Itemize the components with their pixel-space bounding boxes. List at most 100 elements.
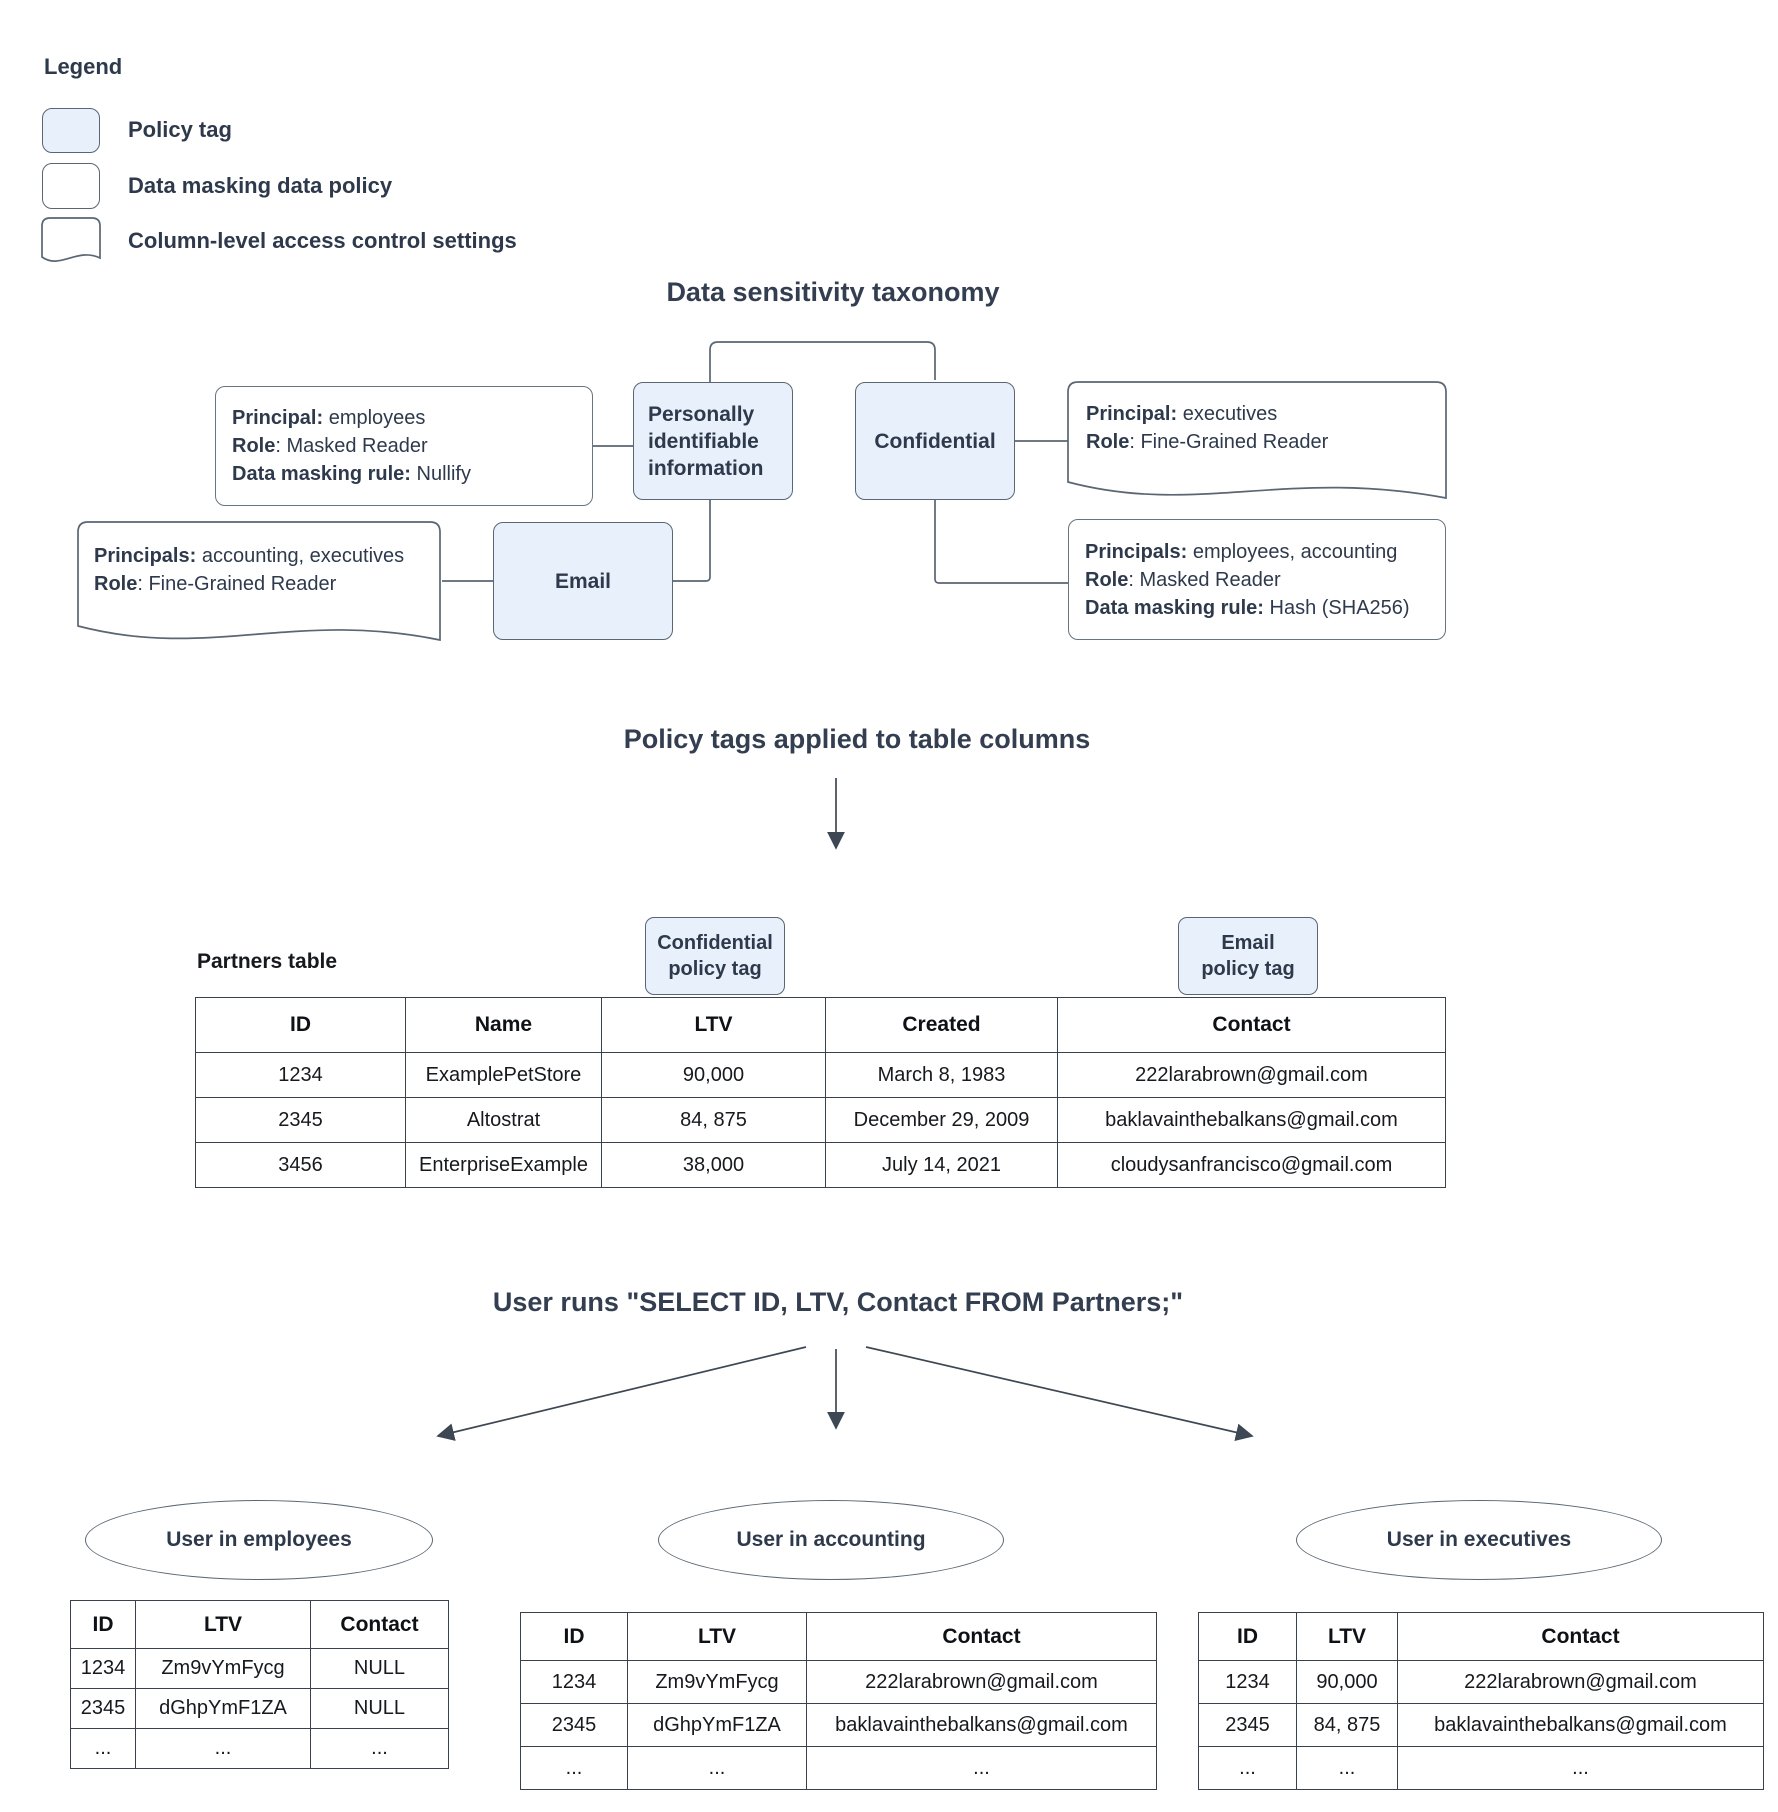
policy-field-value: Nullify bbox=[410, 463, 471, 485]
legend-swatch-data-policy bbox=[42, 163, 100, 209]
confidential-column-tag: Confidential policy tag bbox=[645, 917, 785, 995]
policy-field-value: : Masked Reader bbox=[275, 435, 428, 457]
table-cell: ... bbox=[70, 1728, 136, 1769]
table-row: 3456 EnterpriseExample 38,000 July 14, 2… bbox=[195, 1142, 1446, 1188]
table-cell: EnterpriseExample bbox=[405, 1142, 602, 1188]
table-cell: Zm9vYmFycg bbox=[135, 1648, 311, 1689]
email-column-tag: Email policy tag bbox=[1178, 917, 1318, 995]
table-cell: 222larabrown@gmail.com bbox=[1057, 1052, 1446, 1098]
table-cell: 2345 bbox=[1198, 1703, 1297, 1747]
table-header-cell: Contact bbox=[1057, 997, 1446, 1053]
result-header-row: ID LTV Contact bbox=[70, 1600, 449, 1649]
policy-field-value: : Fine-Grained Reader bbox=[137, 573, 337, 595]
table-header-cell: Contact bbox=[310, 1600, 449, 1649]
user-employees-label: User in employees bbox=[166, 1528, 352, 1551]
table-cell: 38,000 bbox=[601, 1142, 826, 1188]
partners-header-row: ID Name LTV Created Contact bbox=[195, 997, 1446, 1053]
policy-field-label: Principal: bbox=[232, 407, 324, 429]
email-policy-tag-box: Email bbox=[493, 522, 673, 640]
result-header-row: ID LTV Contact bbox=[1198, 1612, 1764, 1661]
access-control-acct-exec-text: Principals: accounting, executives Role:… bbox=[94, 542, 404, 598]
table-row: 2345 84, 875 baklavainthebalkans@gmail.c… bbox=[1198, 1703, 1764, 1747]
table-row: 1234 90,000 222larabrown@gmail.com bbox=[1198, 1660, 1764, 1704]
table-row: 1234 Zm9vYmFycg NULL bbox=[70, 1648, 449, 1689]
policy-field-value: employees, accounting bbox=[1187, 540, 1398, 563]
table-header-cell: ID bbox=[520, 1612, 628, 1661]
table-cell: ... bbox=[310, 1728, 449, 1769]
query-title: User runs "SELECT ID, LTV, Contact FROM … bbox=[492, 1287, 1184, 1317]
pii-policy-tag-label: Personally identifiable information bbox=[648, 402, 764, 480]
table-cell: ... bbox=[135, 1728, 311, 1769]
arrow-query-right bbox=[865, 1346, 1254, 1442]
confidential-column-tag-line1: Confidential bbox=[657, 932, 773, 954]
legend-title: Legend bbox=[44, 54, 123, 79]
connector-email-to-pii bbox=[673, 500, 711, 582]
table-cell: December 29, 2009 bbox=[825, 1097, 1058, 1143]
table-cell: NULL bbox=[310, 1688, 449, 1729]
access-control-executives-shape bbox=[1067, 381, 1447, 500]
employees-result-table: ID LTV Contact 1234 Zm9vYmFycg NULL 2345… bbox=[70, 1600, 449, 1769]
accounting-result-table: ID LTV Contact 1234 Zm9vYmFycg 222larabr… bbox=[520, 1612, 1157, 1790]
taxonomy-title: Data sensitivity taxonomy bbox=[666, 277, 1000, 307]
table-cell: 222larabrown@gmail.com bbox=[806, 1660, 1157, 1704]
user-accounting-ellipse: User in accounting bbox=[658, 1500, 1004, 1580]
user-executives-label: User in executives bbox=[1386, 1528, 1572, 1551]
policy-field-value: accounting, executives bbox=[196, 545, 405, 567]
partners-table: ID Name LTV Created Contact 1234 Example… bbox=[195, 997, 1446, 1188]
table-cell: ... bbox=[1296, 1746, 1398, 1790]
policy-field-label: Principals: bbox=[1085, 540, 1188, 563]
user-accounting-label: User in accounting bbox=[736, 1528, 926, 1551]
table-cell: ... bbox=[1397, 1746, 1764, 1790]
policy-field-label: Data masking rule: bbox=[232, 463, 411, 485]
table-cell: 2345 bbox=[195, 1097, 406, 1143]
table-cell: baklavainthebalkans@gmail.com bbox=[1397, 1703, 1764, 1747]
policy-field-value: : Masked Reader bbox=[1128, 568, 1281, 591]
access-control-executives-text: Principal: executives Role: Fine-Grained… bbox=[1086, 400, 1328, 456]
policy-field-label: Data masking rule: bbox=[1085, 596, 1264, 619]
legend-swatch-policy-tag bbox=[42, 108, 100, 153]
table-header-cell: LTV bbox=[627, 1612, 807, 1661]
confidential-policy-tag-box: Confidential bbox=[855, 382, 1015, 500]
policy-field-label: Role bbox=[1085, 568, 1129, 591]
table-cell: ... bbox=[1198, 1746, 1297, 1790]
table-cell: 90,000 bbox=[601, 1052, 826, 1098]
table-cell: 90,000 bbox=[1296, 1660, 1398, 1704]
table-cell: ... bbox=[520, 1746, 628, 1790]
table-row: 2345 dGhpYmF1ZA NULL bbox=[70, 1688, 449, 1729]
table-cell: ... bbox=[627, 1746, 807, 1790]
policy-tags-section-title: Policy tags applied to table columns bbox=[623, 724, 1091, 754]
table-cell: Altostrat bbox=[405, 1097, 602, 1143]
masking-policy-hash-box: Principals: employees, accounting Role: … bbox=[1068, 519, 1446, 640]
table-cell: 222larabrown@gmail.com bbox=[1397, 1660, 1764, 1704]
table-row: 2345 dGhpYmF1ZA baklavainthebalkans@gmai… bbox=[520, 1703, 1157, 1747]
table-cell: 84, 875 bbox=[601, 1097, 826, 1143]
legend-label-policy-tag: Policy tag bbox=[128, 117, 232, 142]
table-row: ... ... ... bbox=[1198, 1746, 1764, 1790]
confidential-policy-tag-label: Confidential bbox=[874, 429, 996, 453]
table-cell: ExamplePetStore bbox=[405, 1052, 602, 1098]
executives-result-table: ID LTV Contact 1234 90,000 222larabrown@… bbox=[1198, 1612, 1764, 1790]
table-cell: dGhpYmF1ZA bbox=[627, 1703, 807, 1747]
policy-field-label: Role bbox=[232, 435, 276, 457]
table-header-cell: LTV bbox=[135, 1600, 311, 1649]
policy-field-label: Principals: bbox=[94, 545, 197, 567]
table-cell: dGhpYmF1ZA bbox=[135, 1688, 311, 1729]
arrow-query-left bbox=[436, 1346, 807, 1441]
table-header-cell: Contact bbox=[806, 1612, 1157, 1661]
connector-confidential-to-hash bbox=[934, 500, 1068, 584]
confidential-column-tag-line2: policy tag bbox=[668, 958, 762, 980]
table-cell: July 14, 2021 bbox=[825, 1142, 1058, 1188]
table-row: 1234 ExamplePetStore 90,000 March 8, 198… bbox=[195, 1052, 1446, 1098]
partners-table-label: Partners table bbox=[197, 950, 338, 973]
email-column-tag-line1: Email bbox=[1221, 932, 1275, 954]
table-cell: ... bbox=[806, 1746, 1157, 1790]
table-header-cell: ID bbox=[1198, 1612, 1297, 1661]
policy-field-value: executives bbox=[1177, 403, 1278, 425]
masking-policy-nullify-box: Principal: employees Role: Masked Reader… bbox=[215, 386, 593, 506]
table-cell: 2345 bbox=[70, 1688, 136, 1729]
table-cell: 1234 bbox=[1198, 1660, 1297, 1704]
result-header-row: ID LTV Contact bbox=[520, 1612, 1157, 1661]
table-header-cell: ID bbox=[195, 997, 406, 1053]
legend-label-data-policy: Data masking data policy bbox=[128, 173, 393, 198]
